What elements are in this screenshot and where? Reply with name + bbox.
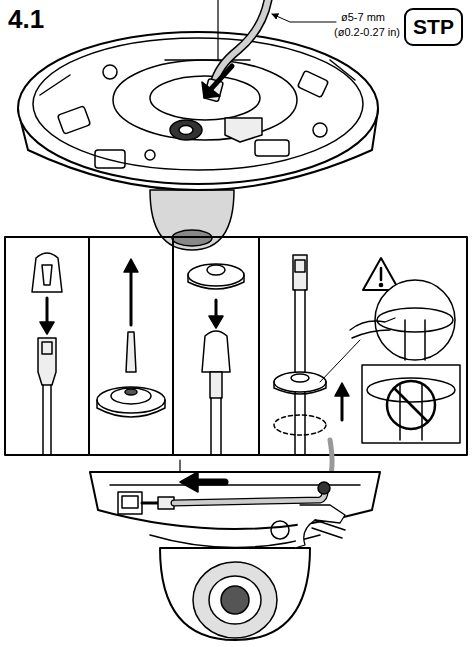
cable-type-box: STP xyxy=(404,8,463,46)
step-number: 4.1 xyxy=(8,4,44,35)
steps-panel xyxy=(5,237,467,455)
camera-base-top xyxy=(18,0,378,250)
dimension-label: ø5-7 mm xyxy=(340,11,386,23)
camera-side-view xyxy=(90,440,380,640)
node-text: STP xyxy=(413,15,454,39)
dimension-label: (ø0.2-0.27 in) xyxy=(333,26,401,38)
